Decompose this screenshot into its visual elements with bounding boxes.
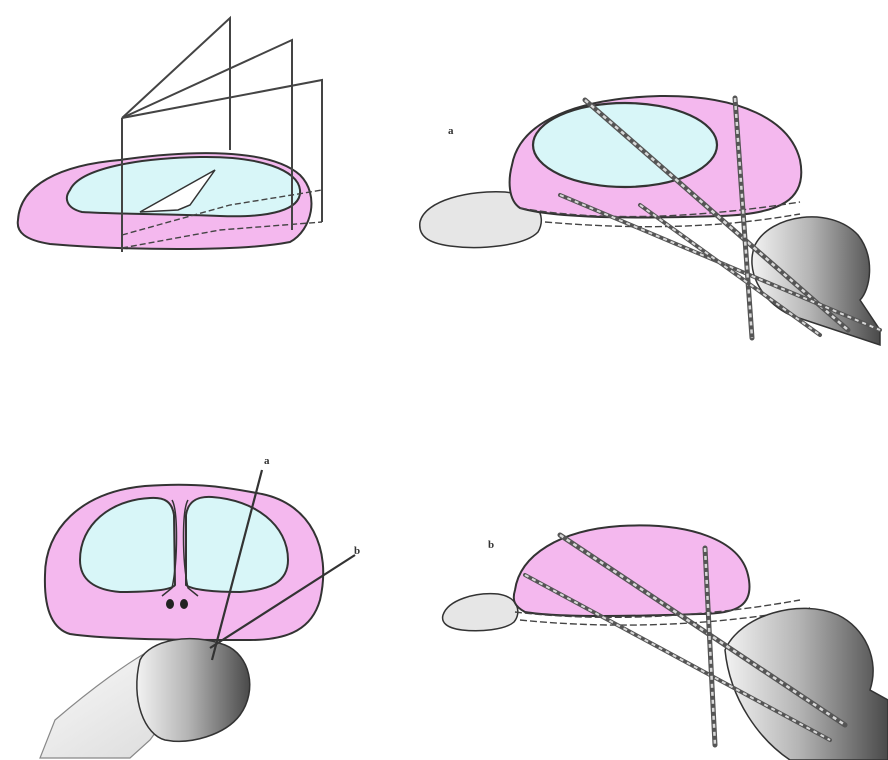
- panel-top-right: a: [420, 96, 880, 345]
- pubic-bone: [443, 594, 518, 631]
- femur-head: [137, 639, 250, 742]
- panel-bottom-left: a b: [40, 455, 360, 758]
- panel-label-a: a: [448, 125, 454, 137]
- femur-head: [725, 608, 888, 760]
- needle-label-a: a: [264, 455, 270, 467]
- panel-label-b: b: [488, 539, 494, 551]
- gland-inner-zone: [533, 103, 717, 187]
- panel-bottom-right: b: [443, 525, 888, 760]
- femur-head: [752, 217, 880, 345]
- gland-outer-zone: [514, 525, 750, 616]
- panel-top-left: [18, 18, 322, 252]
- ejaculatory-duct-left: [166, 599, 174, 609]
- ejaculatory-duct-right: [180, 599, 188, 609]
- needle-label-b: b: [354, 545, 360, 557]
